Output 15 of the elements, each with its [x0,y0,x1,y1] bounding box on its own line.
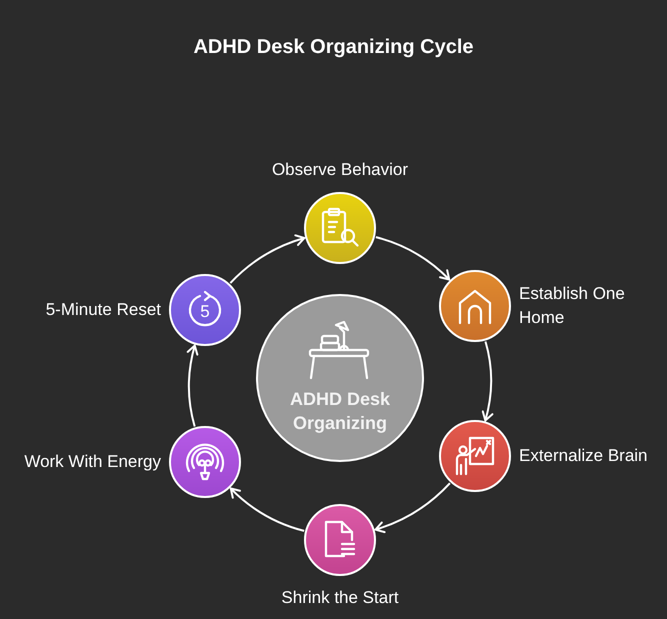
center-title: ADHD Desk Organizing [288,388,392,435]
curved-arrow [376,236,450,280]
step-label: Establish One Home [519,283,626,329]
step-label: Externalize Brain [519,445,649,467]
step-label: Shrink the Start [280,587,400,609]
curved-arrow [374,482,451,533]
step-label: Observe Behavior [270,159,410,181]
curved-arrow [230,488,304,532]
step-label: Work With Energy [23,451,161,473]
step-label: 5-Minute Reset [44,299,161,321]
curved-arrow [482,341,494,422]
step-number: 5 [200,303,210,320]
curved-arrow [186,344,199,427]
diagram-title: ADHD Desk Organizing Cycle [192,35,475,60]
curved-arrow [230,234,306,284]
